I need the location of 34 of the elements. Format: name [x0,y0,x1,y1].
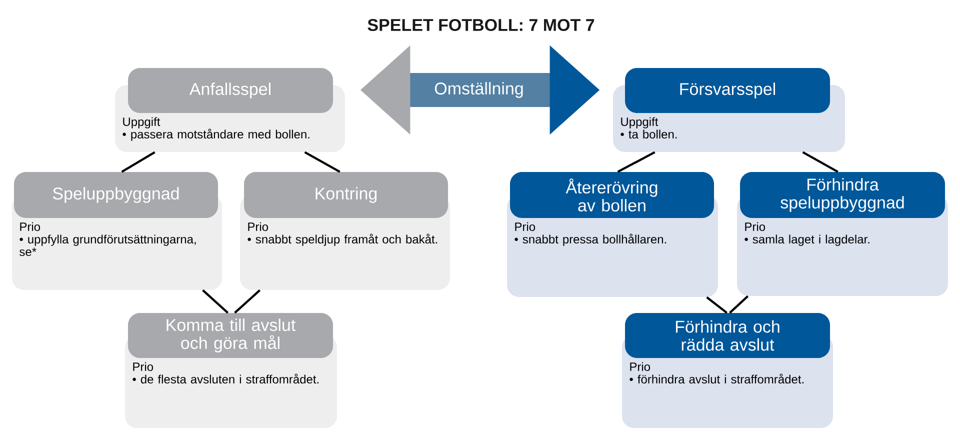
card [507,172,718,297]
connector-line [729,295,749,314]
card-text: Prio • snabbt speldjup framåt och bakåt. [248,222,438,246]
card [12,172,222,290]
card-header: Kontring [244,172,448,218]
card-text: Prio • de flesta avsluten i straffområdet. [132,362,318,384]
card-header: Förhindra speluppbyggnad [740,172,945,218]
card-header: Komma till avslut och göra mål [128,313,333,358]
card [240,172,450,290]
connector-line [304,151,340,173]
card-header: Anfallsspel [128,68,333,113]
connector-line [617,151,656,173]
connector-line [706,296,728,314]
card-text: Prio • snabbt pressa bollhållaren. [514,222,666,246]
title: SPELET FOTBOLL: 7 MOT 7 [368,18,594,32]
card-text: Uppgift • passera motståndare med bollen. [122,117,310,141]
card [622,313,833,428]
card-header: Speluppbyggnad [14,172,218,218]
connector-line [802,151,838,173]
connector-line [202,289,229,314]
card-text: Prio • uppfylla grundförutsättningarna, se* [20,222,196,256]
edge-label: Omställning [434,82,523,98]
card-header: Förhindra och rädda avslut [625,313,830,358]
card-text: Uppgift • ta bollen. [620,117,677,138]
card [125,313,337,428]
connector-line [234,289,261,314]
card [613,68,845,152]
card-header: Återerövring av bollen [510,172,714,218]
card-header: Försvarsspel [625,68,830,113]
card [115,68,345,152]
card [737,172,948,296]
card-text: Prio • samla laget i lagdelar. [744,222,870,246]
card-text: Prio • förhindra avslut i straffområdet. [630,362,804,384]
connector-line [121,151,156,173]
